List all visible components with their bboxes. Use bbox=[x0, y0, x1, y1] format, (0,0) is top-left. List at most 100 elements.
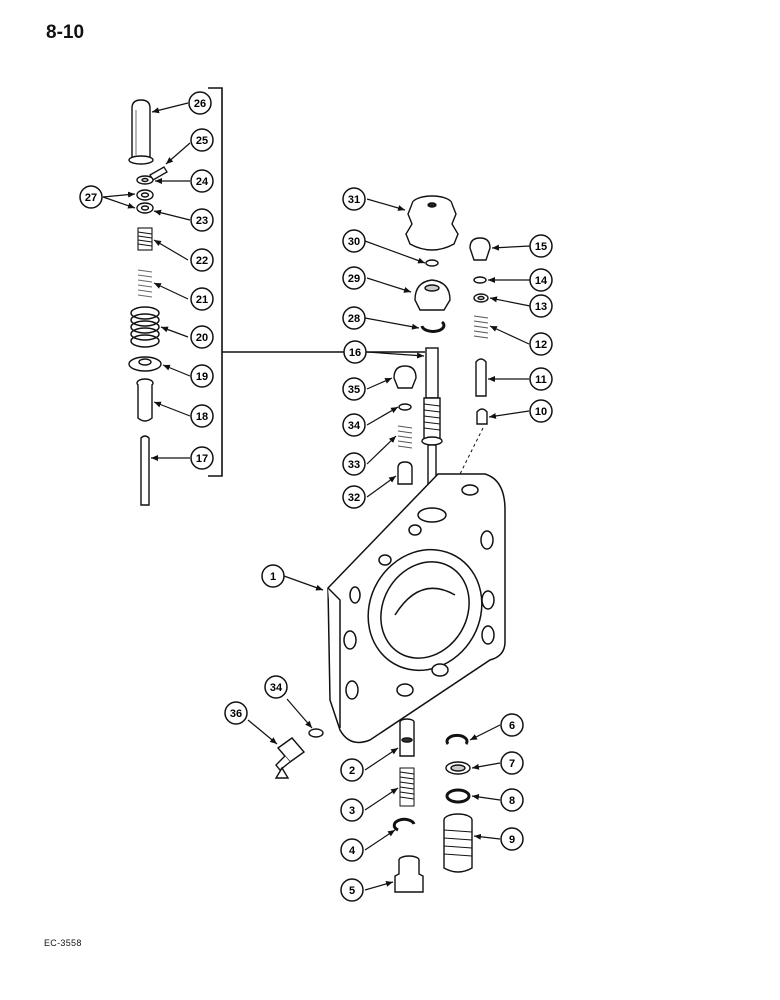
callout-circle bbox=[342, 413, 366, 437]
callout-number: 36 bbox=[230, 708, 242, 720]
callout-35: 35 bbox=[342, 377, 366, 401]
callout-circle bbox=[500, 788, 524, 812]
callout-circle bbox=[79, 185, 103, 209]
callout-circle bbox=[264, 675, 288, 699]
callout-19: 19 bbox=[190, 364, 214, 388]
callout-number: 16 bbox=[349, 347, 361, 359]
callout-number: 3 bbox=[349, 805, 355, 817]
callout-number: 24 bbox=[196, 176, 209, 188]
callout-circle bbox=[340, 798, 364, 822]
callout-circle bbox=[500, 751, 524, 775]
leader-lines bbox=[102, 102, 531, 891]
part-13-washer bbox=[473, 293, 489, 303]
callout-31: 31 bbox=[342, 187, 366, 211]
part-32-plug bbox=[397, 461, 413, 485]
callout-circle bbox=[190, 404, 214, 428]
callout-circle bbox=[188, 91, 212, 115]
callout-number: 2 bbox=[349, 765, 355, 777]
part-21-spring bbox=[137, 269, 153, 298]
callout-number: 31 bbox=[348, 194, 360, 206]
callout-circle bbox=[190, 446, 214, 470]
callout-circle bbox=[190, 169, 214, 193]
part-3-spring bbox=[399, 767, 415, 807]
part-2-valve-spool bbox=[399, 718, 415, 757]
part-34-lower-ring bbox=[308, 728, 324, 738]
callout-circle bbox=[529, 332, 553, 356]
part-8-o-ring bbox=[445, 788, 471, 804]
callout-circle bbox=[190, 287, 214, 311]
callout-circle bbox=[190, 208, 214, 232]
figure-code: EC-3558 bbox=[44, 938, 82, 948]
callout-number: 33 bbox=[348, 459, 360, 471]
callout-number: 18 bbox=[196, 411, 208, 423]
callout-15: 15 bbox=[529, 234, 553, 258]
part-17-rod bbox=[140, 435, 150, 506]
callout-circle bbox=[529, 367, 553, 391]
callout-number: 10 bbox=[535, 406, 547, 418]
callout-20: 20 bbox=[190, 325, 214, 349]
callout-number: 20 bbox=[196, 332, 208, 344]
part-22-spring bbox=[137, 227, 153, 251]
callout-number: 19 bbox=[196, 371, 208, 383]
callout-number: 14 bbox=[535, 275, 548, 287]
part-34-ring bbox=[398, 403, 412, 411]
part-11-pin bbox=[475, 358, 487, 397]
part-26-tube bbox=[128, 99, 154, 165]
callout-27: 27 bbox=[79, 185, 103, 209]
dashed-alignment-line bbox=[459, 427, 484, 475]
callout-circle bbox=[500, 713, 524, 737]
callout-16: 16 bbox=[343, 340, 367, 364]
part-15-cap bbox=[469, 237, 491, 261]
callout-circle bbox=[340, 878, 364, 902]
callout-circle bbox=[340, 838, 364, 862]
callout-number: 34 bbox=[348, 420, 361, 432]
callout-number: 6 bbox=[509, 720, 515, 732]
callout-circle bbox=[343, 340, 367, 364]
callout-number: 15 bbox=[535, 241, 547, 253]
callout-number: 35 bbox=[348, 384, 360, 396]
callout-circle bbox=[340, 758, 364, 782]
part-20-coil-spring bbox=[130, 306, 160, 348]
callout-circle bbox=[342, 485, 366, 509]
callout-circle bbox=[190, 325, 214, 349]
callout-33: 33 bbox=[342, 452, 366, 476]
callout-circle bbox=[342, 452, 366, 476]
callout-number: 7 bbox=[509, 758, 515, 770]
callout-circle bbox=[190, 248, 214, 272]
callout-30: 30 bbox=[342, 229, 366, 253]
callout-22: 22 bbox=[190, 248, 214, 272]
callout-6: 6 bbox=[500, 713, 524, 737]
callout-13: 13 bbox=[529, 294, 553, 318]
callout-23: 23 bbox=[190, 208, 214, 232]
subassembly-bracket bbox=[208, 87, 425, 477]
part-28-snap-ring bbox=[420, 320, 446, 333]
callout-7: 7 bbox=[500, 751, 524, 775]
callout-34: 34 bbox=[264, 675, 288, 699]
callout-34: 34 bbox=[342, 413, 366, 437]
callout-number: 17 bbox=[196, 453, 208, 465]
part-6-snap-ring bbox=[445, 733, 469, 745]
callout-number: 22 bbox=[196, 255, 208, 267]
callout-number: 4 bbox=[349, 845, 356, 857]
callout-circle bbox=[342, 377, 366, 401]
callout-circle bbox=[261, 564, 285, 588]
callout-1: 1 bbox=[261, 564, 285, 588]
callout-circle bbox=[342, 306, 366, 330]
callout-circle bbox=[190, 128, 214, 152]
callout-3: 3 bbox=[340, 798, 364, 822]
part-19-retainer bbox=[128, 356, 162, 372]
callout-number: 29 bbox=[348, 273, 360, 285]
part-33-spring bbox=[397, 425, 413, 449]
callout-circle bbox=[529, 294, 553, 318]
callout-number: 25 bbox=[196, 135, 208, 147]
callout-circle bbox=[224, 701, 248, 725]
callout-circle bbox=[500, 827, 524, 851]
part-18-poppet bbox=[136, 378, 154, 422]
callout-29: 29 bbox=[342, 266, 366, 290]
callout-number: 23 bbox=[196, 215, 208, 227]
part-14-ring bbox=[473, 276, 487, 284]
part-27-rings bbox=[136, 189, 154, 214]
callout-8: 8 bbox=[500, 788, 524, 812]
callout-11: 11 bbox=[529, 367, 553, 391]
callout-21: 21 bbox=[190, 287, 214, 311]
